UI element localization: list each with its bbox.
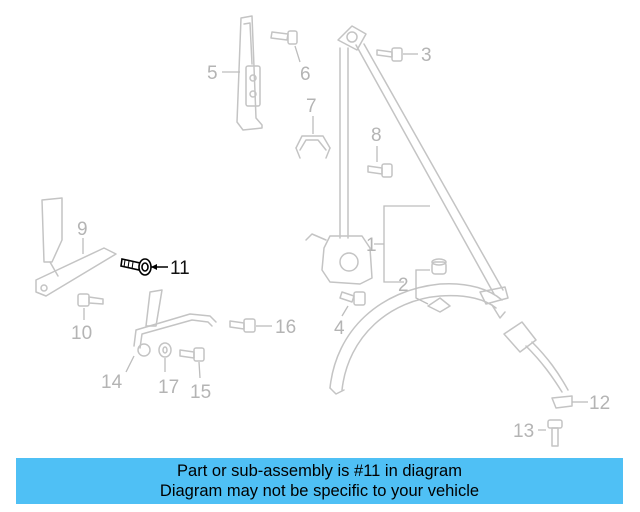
leader-2 <box>415 269 430 305</box>
part-9-buckle <box>35 197 117 297</box>
label-8: 8 <box>371 125 382 146</box>
part-1-belt-assembly <box>305 25 509 319</box>
label-2: 2 <box>398 275 409 296</box>
part-5-bracket <box>236 15 263 131</box>
part-3-bolt <box>376 47 403 62</box>
part-7-clip <box>295 135 331 159</box>
label-5: 5 <box>207 63 218 84</box>
label-6: 6 <box>300 64 311 85</box>
label-14: 14 <box>101 372 123 393</box>
label-3: 3 <box>421 45 432 66</box>
label-4: 4 <box>334 318 345 339</box>
leader-15 <box>198 361 201 379</box>
label-16: 16 <box>275 317 296 338</box>
info-banner: Part or sub-assembly is #11 in diagram D… <box>16 458 623 504</box>
leader-14 <box>125 355 135 373</box>
part-8-bolt <box>367 163 393 178</box>
part-2-pillar-trim <box>329 258 503 395</box>
leader-11-arrowhead <box>151 264 157 270</box>
label-10: 10 <box>71 323 92 344</box>
part-17-washer <box>158 342 172 358</box>
part-4-bolt <box>339 291 366 306</box>
leader-6 <box>294 45 301 63</box>
label-15: 15 <box>190 382 211 403</box>
label-1: 1 <box>366 235 377 256</box>
part-10-bolt <box>77 293 104 307</box>
label-13: 13 <box>513 421 534 442</box>
parts-diagram: 5 6 1 3 7 8 <box>35 15 610 447</box>
label-17: 17 <box>158 377 179 398</box>
label-9: 9 <box>77 219 88 240</box>
leader-1-bracket <box>383 205 430 283</box>
part-16-bolt <box>229 318 256 333</box>
banner-line-1: Part or sub-assembly is #11 in diagram <box>177 462 462 480</box>
part-13-bolt <box>547 419 563 447</box>
label-11[interactable]: 11 <box>170 258 190 279</box>
part-14-cable <box>133 289 217 357</box>
label-12: 12 <box>589 393 610 414</box>
part-15-bolt <box>179 347 205 362</box>
label-7: 7 <box>306 96 317 117</box>
part-12-lower-anchor <box>503 321 573 409</box>
part-6-bolt <box>270 30 298 45</box>
banner-line-2: Diagram may not be specific to your vehi… <box>159 482 480 500</box>
leader-4 <box>341 305 349 317</box>
part-11-bolt-highlighted[interactable] <box>120 258 152 276</box>
